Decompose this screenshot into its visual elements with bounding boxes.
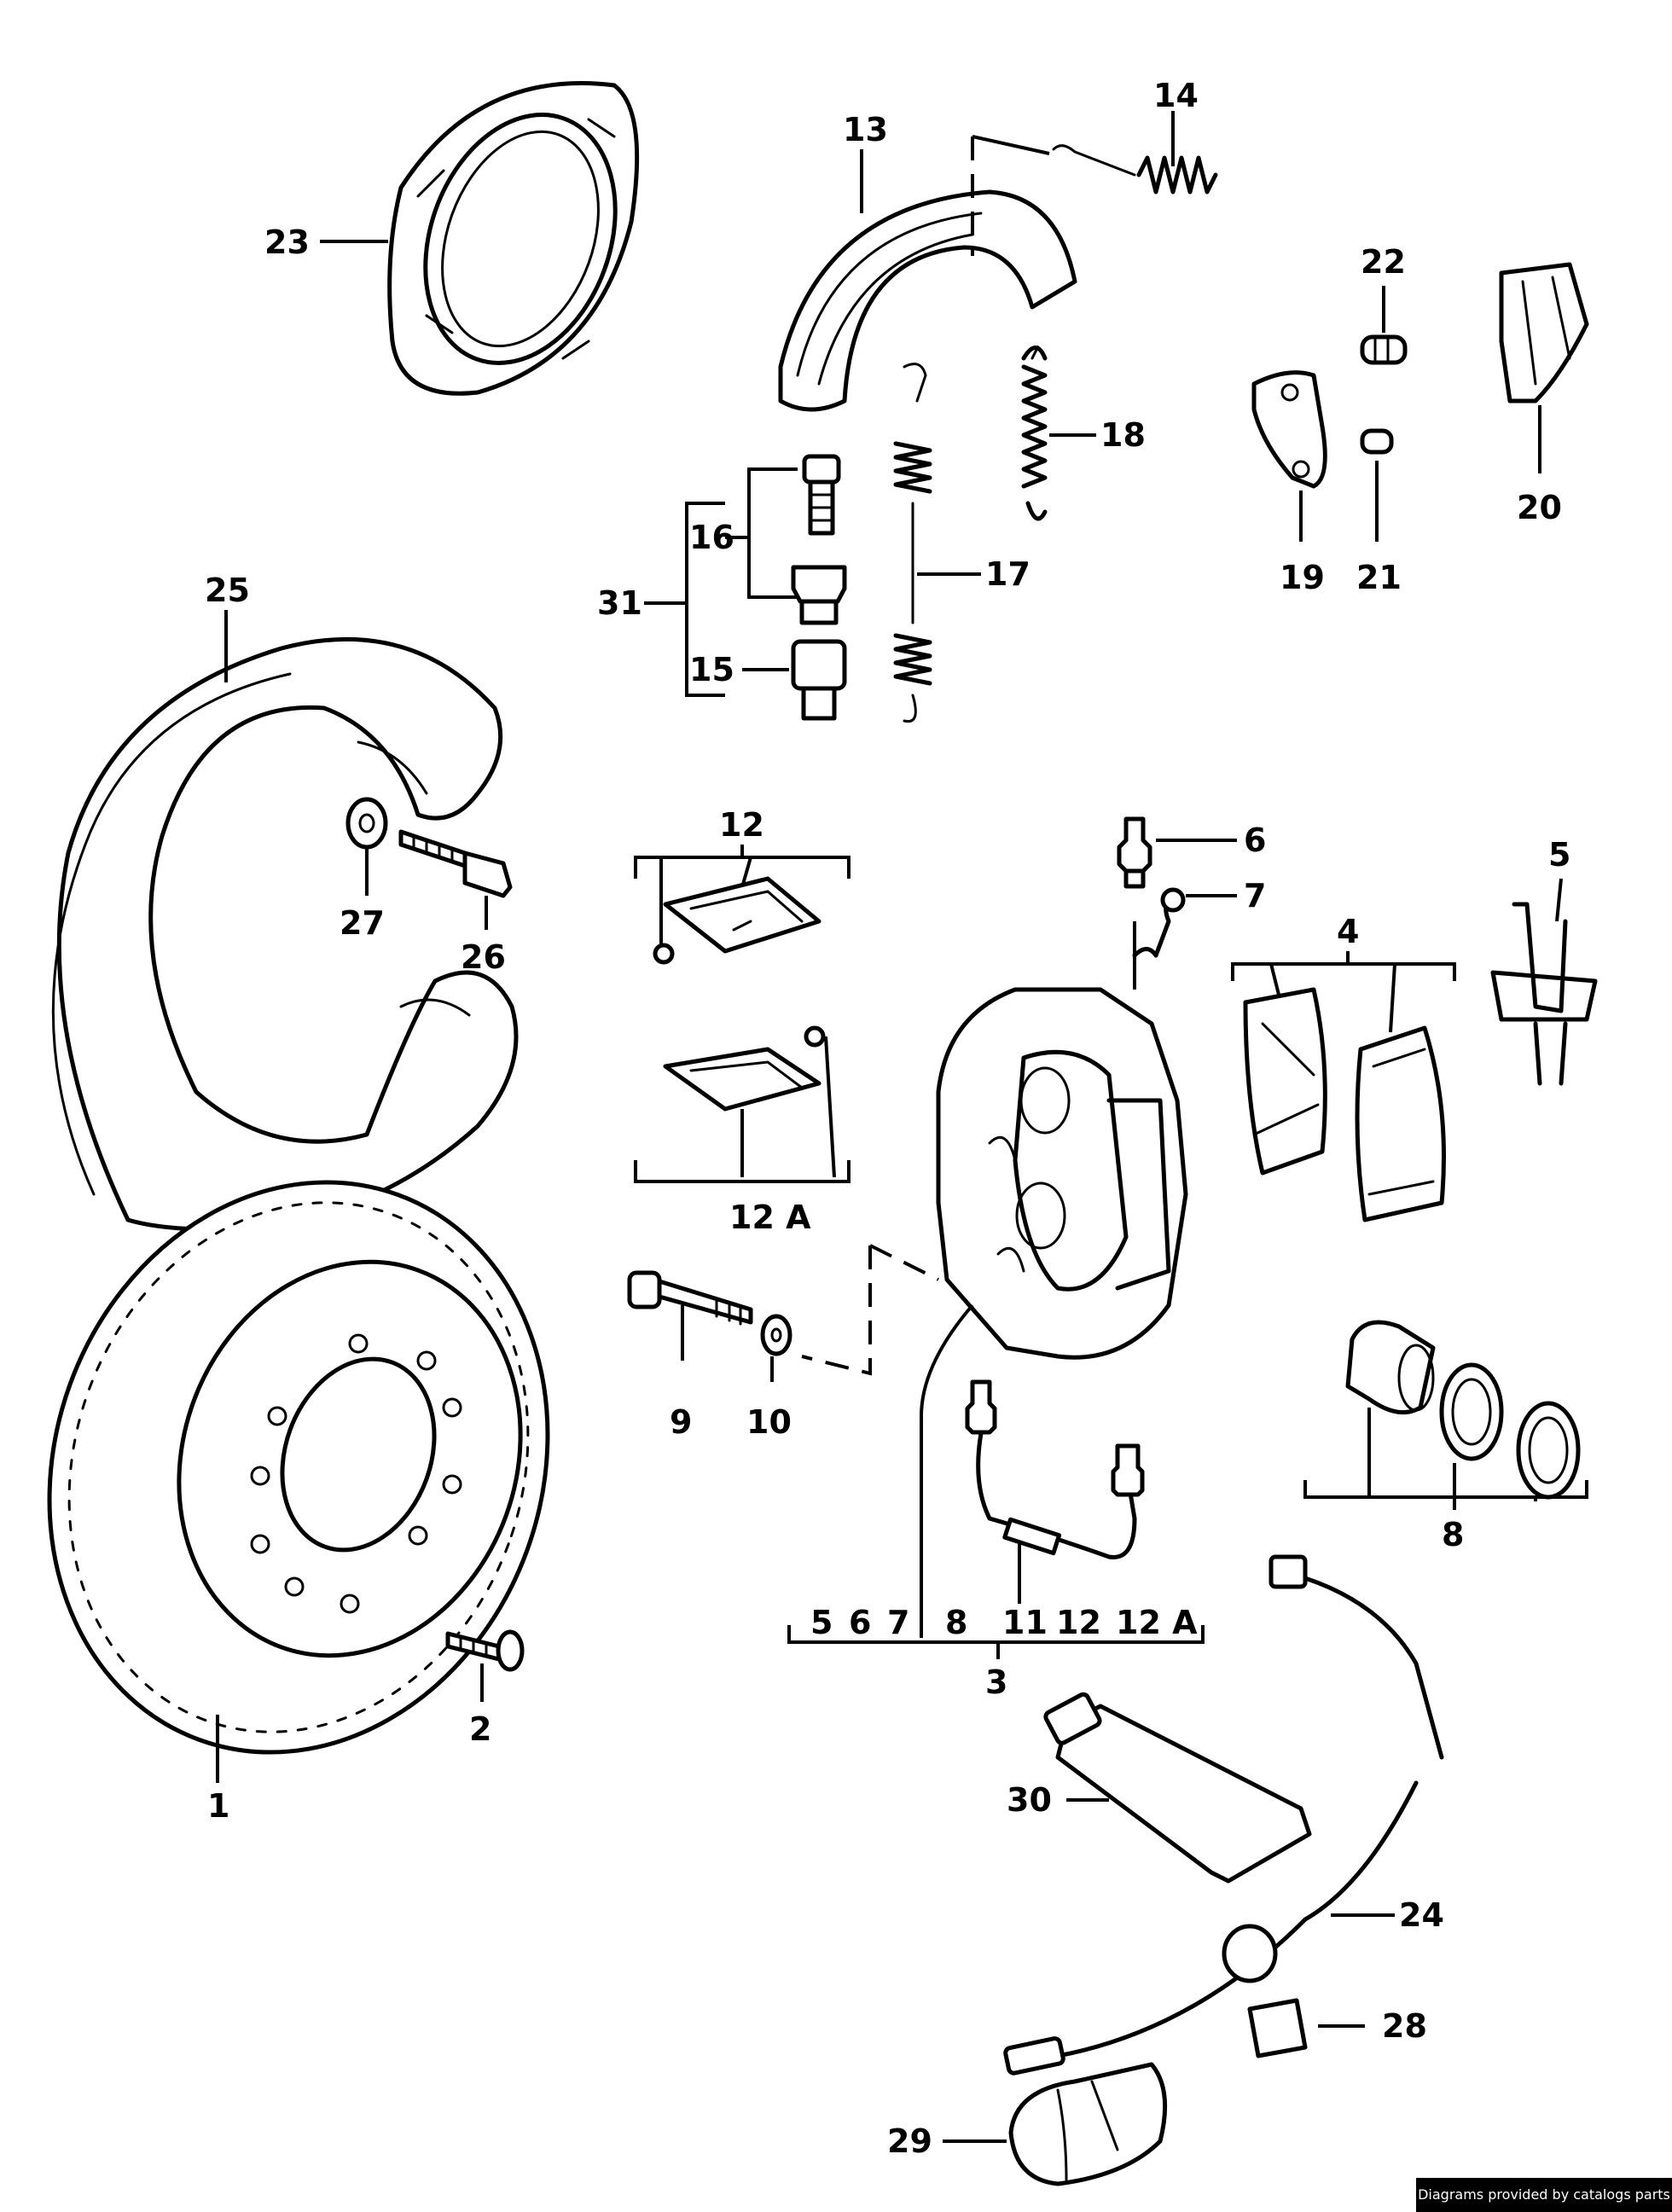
group-row-11: 11 bbox=[1002, 1604, 1048, 1641]
callout-14: 14 bbox=[1153, 77, 1199, 114]
part-4-brake-pad-right bbox=[1355, 1025, 1446, 1222]
callout-16: 16 bbox=[689, 519, 734, 556]
callout-2: 2 bbox=[469, 1710, 491, 1748]
callout-8: 8 bbox=[1442, 1516, 1464, 1553]
group-row-8: 8 bbox=[945, 1604, 967, 1641]
part-10-washer bbox=[760, 1314, 792, 1356]
callout-5: 5 bbox=[1548, 836, 1570, 874]
part-23-dust-shield bbox=[387, 81, 640, 396]
part-15-cup bbox=[791, 639, 847, 721]
part-13-brake-shoe bbox=[778, 189, 1077, 412]
part-25-backing-plate bbox=[51, 636, 519, 1232]
callout-15: 15 bbox=[689, 651, 734, 688]
callout-19: 19 bbox=[1280, 559, 1325, 596]
callout-12a: 12 A bbox=[729, 1199, 811, 1236]
part-9-guide-pin bbox=[627, 1270, 753, 1326]
callout-28: 28 bbox=[1382, 2007, 1427, 2045]
part-29-sensor-holder bbox=[1008, 2062, 1168, 2186]
part-6-bleeder-valve bbox=[1117, 816, 1152, 889]
part-17-spring bbox=[893, 363, 932, 723]
part-7-bleeder-cap bbox=[1132, 887, 1186, 958]
part-8-seal-ring-1 bbox=[1439, 1362, 1504, 1461]
part-20-bracket bbox=[1499, 262, 1589, 404]
part-30-grease-tube bbox=[1043, 1692, 1312, 1884]
part-26-bolt bbox=[398, 829, 513, 898]
callout-30: 30 bbox=[1007, 1781, 1052, 1819]
callout-23: 23 bbox=[264, 224, 310, 261]
group-row-6: 6 bbox=[849, 1604, 871, 1641]
group-row-7: 7 bbox=[887, 1604, 909, 1641]
callout-13: 13 bbox=[843, 111, 888, 148]
callout-7: 7 bbox=[1244, 877, 1266, 914]
group-row-12: 12 bbox=[1056, 1604, 1101, 1641]
part-2-disc-screw bbox=[445, 1629, 525, 1672]
part-14-spring bbox=[1052, 144, 1218, 194]
callout-24: 24 bbox=[1399, 1896, 1444, 1934]
part-16-pin-and-cap bbox=[791, 454, 847, 625]
part-4-brake-pad-left bbox=[1243, 987, 1327, 1176]
part-18-spring bbox=[1021, 345, 1048, 521]
callout-21: 21 bbox=[1356, 559, 1402, 596]
callout-4: 4 bbox=[1337, 913, 1359, 950]
callout-3: 3 bbox=[985, 1663, 1007, 1701]
part-24-wear-sensor bbox=[1003, 1554, 1444, 2076]
part-12a-pad-clip bbox=[663, 1025, 826, 1112]
part-3-brake-caliper bbox=[936, 987, 1188, 1360]
part-21-adjuster-pin bbox=[1360, 428, 1394, 455]
callout-20: 20 bbox=[1517, 489, 1562, 526]
part-5-anti-squeal-spring bbox=[1490, 902, 1598, 1086]
callout-12: 12 bbox=[719, 806, 764, 844]
callout-26: 26 bbox=[461, 938, 506, 976]
part-1-brake-disc bbox=[47, 1180, 550, 1755]
group-row-12a: 12 A bbox=[1116, 1604, 1198, 1641]
callout-29: 29 bbox=[887, 2122, 932, 2160]
callout-22: 22 bbox=[1361, 243, 1406, 281]
callout-9: 9 bbox=[670, 1403, 692, 1441]
callout-6: 6 bbox=[1244, 822, 1266, 859]
callout-27: 27 bbox=[340, 904, 385, 942]
callout-10: 10 bbox=[746, 1403, 792, 1441]
callout-31: 31 bbox=[597, 584, 642, 622]
part-22-adjuster-spring bbox=[1360, 334, 1408, 365]
part-19-lever bbox=[1251, 370, 1327, 489]
part-28-clip bbox=[1247, 1998, 1308, 2058]
diagram-credit: Diagrams provided by catalogs parts bbox=[1416, 2178, 1672, 2212]
callout-1: 1 bbox=[207, 1787, 229, 1825]
part-8-piston bbox=[1345, 1320, 1436, 1415]
callout-17: 17 bbox=[985, 555, 1030, 593]
group-row-5: 5 bbox=[810, 1604, 833, 1641]
part-12-pad-clip bbox=[653, 876, 821, 965]
part-11-brake-line bbox=[965, 1379, 1145, 1559]
part-27-washer bbox=[345, 797, 388, 850]
callout-18: 18 bbox=[1100, 416, 1146, 454]
part-8-seal-ring-2 bbox=[1516, 1401, 1581, 1500]
callout-25: 25 bbox=[205, 572, 250, 609]
